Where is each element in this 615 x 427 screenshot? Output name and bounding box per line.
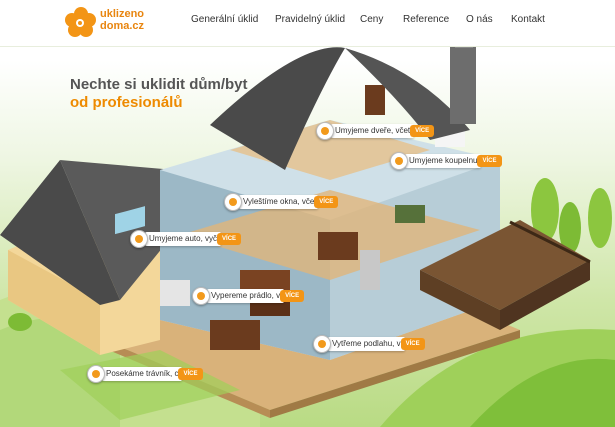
site-header: uklizeno doma.cz Generální úklid Pravide…	[0, 0, 615, 47]
hotspot-dot-icon[interactable]	[390, 152, 408, 170]
more-button[interactable]: VÍCE	[410, 125, 435, 137]
headline-line1: Nechte si uklidit dům/byt	[70, 76, 248, 93]
flower-logo-icon	[65, 7, 96, 37]
nav-kontakt[interactable]: Kontakt	[511, 14, 545, 25]
nav-generalni-uklid[interactable]: Generální úklid	[191, 14, 259, 25]
nav-o-nas[interactable]: O nás	[466, 14, 493, 25]
hotspot-label: Umyjeme koupelnu	[405, 154, 482, 168]
hotspot-label: Vypereme prádlo, v	[207, 289, 285, 303]
hotspot-dot-icon[interactable]	[192, 287, 210, 305]
hotspot-windows[interactable]: Vyleštíme okna, vče VÍCE	[224, 193, 339, 211]
more-button[interactable]: VÍCE	[217, 233, 242, 245]
hero-headline: Nechte si uklidit dům/byt od profesionál…	[70, 76, 248, 112]
hotspot-dot-icon[interactable]	[224, 193, 242, 211]
more-button[interactable]: VÍCE	[314, 196, 339, 208]
hotspot-dot-icon[interactable]	[313, 335, 331, 353]
hotspot-dot-icon[interactable]	[87, 365, 105, 383]
brand-line2: doma.cz	[100, 20, 145, 32]
brand-name: uklizeno doma.cz	[100, 8, 144, 32]
nav-ceny[interactable]: Ceny	[360, 14, 384, 25]
headline-line2: od profesionálů	[70, 94, 183, 111]
hotspot-label: Umyjeme auto, vyč	[145, 232, 222, 246]
logo[interactable]: uklizeno doma.cz	[64, 5, 169, 39]
hotspot-car[interactable]: Umyjeme auto, vyč VÍCE	[130, 230, 242, 248]
nav-pravidelny-uklid[interactable]: Pravidelný úklid	[275, 14, 346, 25]
more-button[interactable]: VÍCE	[280, 290, 305, 302]
hotspot-label: Vytřeme podlahu, v	[328, 337, 405, 351]
more-button[interactable]: VÍCE	[178, 368, 203, 380]
hotspot-label: Umyjeme dveře, včet	[331, 124, 415, 138]
hotspot-dot-icon[interactable]	[316, 122, 334, 140]
hotspot-doors[interactable]: Umyjeme dveře, včet VÍCE	[316, 122, 435, 140]
more-button[interactable]: VÍCE	[477, 155, 502, 167]
brand-line1: uklizeno	[100, 8, 145, 20]
nav-reference[interactable]: Reference	[403, 14, 450, 25]
hotspot-floor[interactable]: Vytřeme podlahu, v VÍCE	[313, 335, 425, 353]
more-button[interactable]: VÍCE	[400, 338, 425, 350]
hotspot-dot-icon[interactable]	[130, 230, 148, 248]
hotspot-bathroom[interactable]: Umyjeme koupelnu VÍCE	[390, 152, 502, 170]
hotspot-laundry[interactable]: Vypereme prádlo, v VÍCE	[192, 287, 305, 305]
hotspot-label: Posekáme trávník, c	[102, 367, 183, 381]
hotspot-lawn[interactable]: Posekáme trávník, c VÍCE	[87, 365, 203, 383]
hotspot-label: Vyleštíme okna, vče	[239, 195, 319, 209]
